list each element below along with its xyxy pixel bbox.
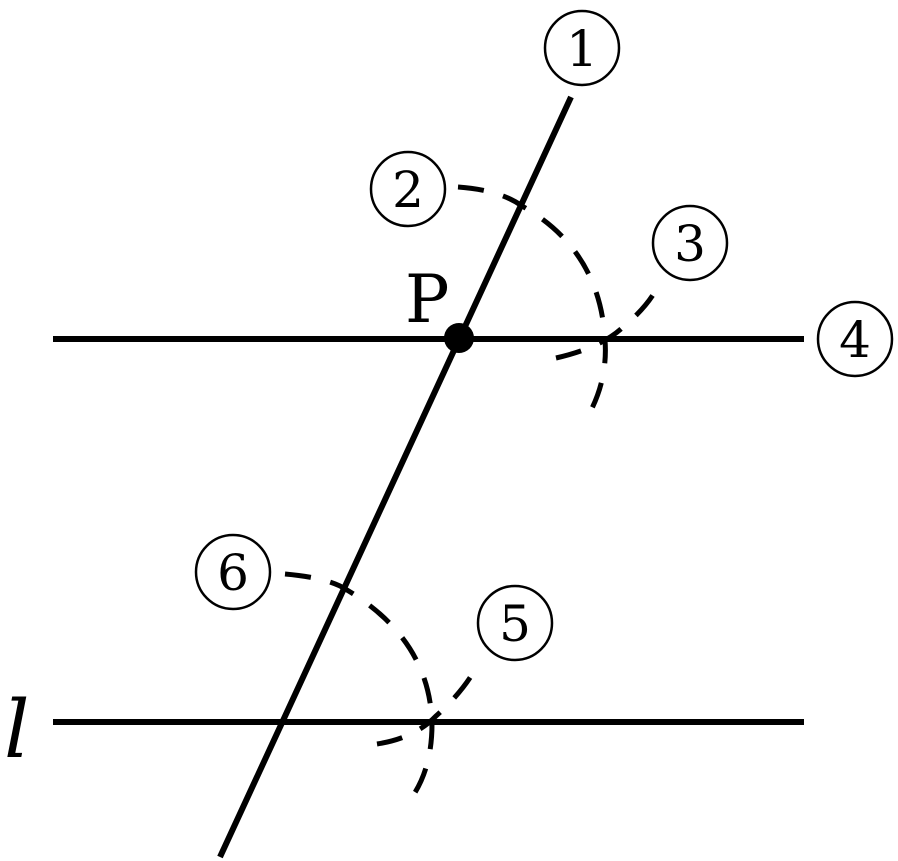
dashed-small-arc-upper	[555, 280, 663, 361]
marker-6: 6	[194, 533, 272, 611]
marker-1: 1	[543, 9, 621, 87]
marker-2-text: 2	[392, 161, 424, 219]
marker-3: 3	[651, 204, 729, 282]
marker-4-text: 4	[839, 311, 871, 369]
dashed-arc-upper	[457, 184, 608, 418]
marker-5: 5	[476, 584, 554, 662]
point-p-label: P	[405, 261, 449, 338]
dashed-arc-lower	[284, 571, 435, 802]
marker-3-circle	[651, 204, 729, 282]
marker-1-circle	[543, 9, 621, 87]
line-l-label: l	[4, 683, 30, 776]
marker-2: 2	[369, 150, 447, 228]
transversal-line	[217, 95, 574, 859]
marker-2-circle	[369, 150, 447, 228]
marker-6-circle	[194, 533, 272, 611]
dashed-small-arc-lower	[376, 662, 481, 747]
point-p-dot	[444, 323, 474, 353]
marker-5-text: 5	[499, 595, 531, 653]
marker-4: 4	[816, 300, 894, 378]
marker-1-text: 1	[566, 20, 598, 78]
marker-3-text: 3	[674, 215, 706, 273]
marker-5-circle	[476, 584, 554, 662]
marker-4-circle	[816, 300, 894, 378]
marker-6-text: 6	[217, 544, 249, 602]
